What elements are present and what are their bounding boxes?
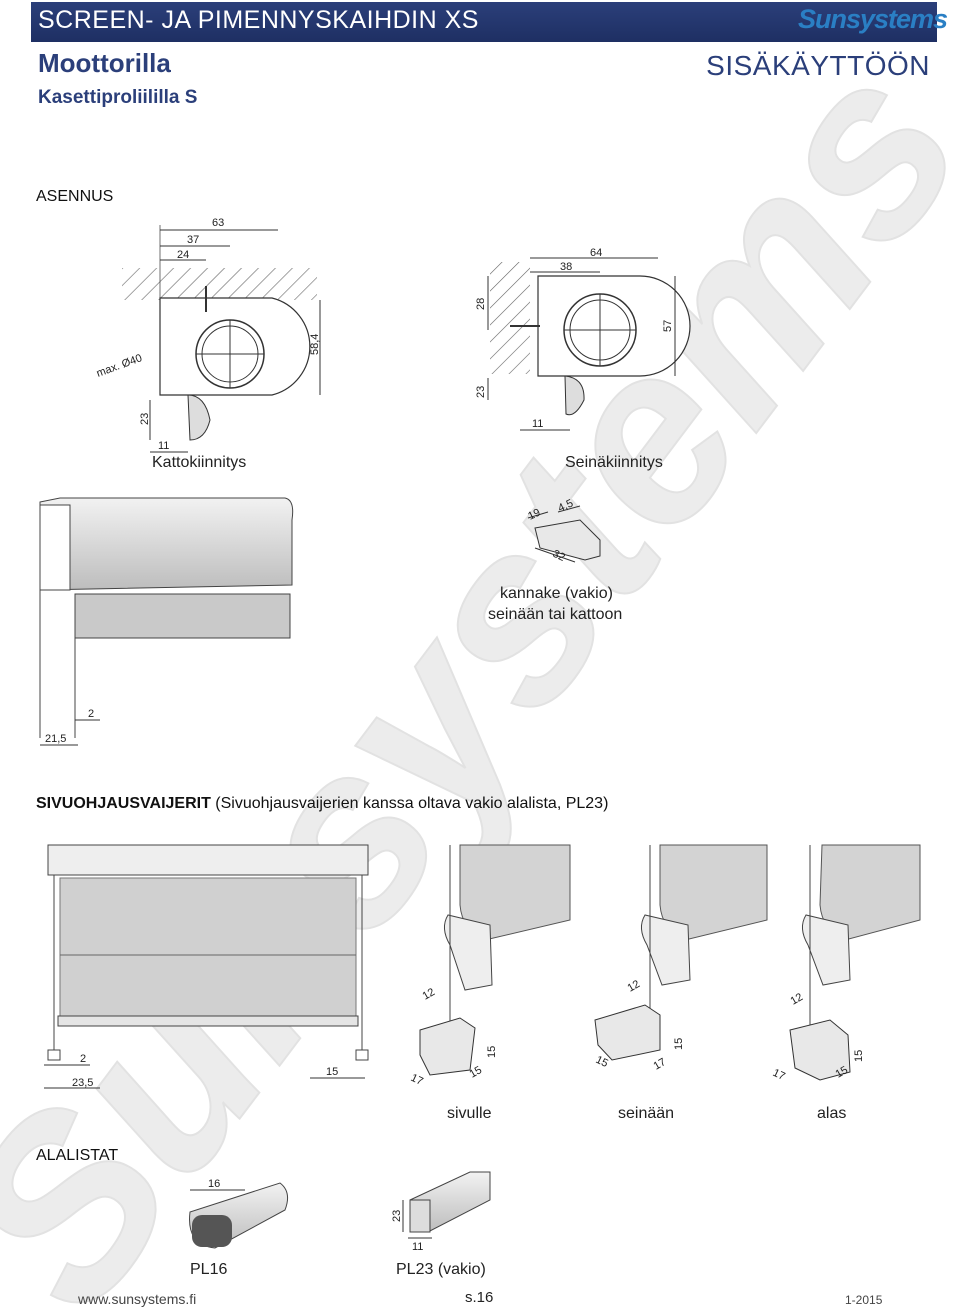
front-elevation-drawing: 2 23,5 15 [44,844,369,1089]
section-side-guides-title: SIVUOHJAUSVAIJERIT [36,795,211,812]
svg-text:2: 2 [88,708,94,720]
caption-bracket-line2: seinään tai kattoon [488,606,623,623]
svg-text:15: 15 [834,1064,851,1081]
product-variant: Moottorilla [38,48,171,78]
caption-pl16: PL16 [190,1261,228,1278]
caption-ceiling-mount: Kattokiinnitys [152,454,247,471]
svg-text:2: 2 [80,1053,86,1065]
caption-pl23: PL23 (vakio) [396,1261,486,1278]
usage-label: SISÄKÄYTTÖÖN [706,50,930,81]
svg-text:23: 23 [391,1210,403,1222]
svg-text:15: 15 [468,1064,485,1081]
svg-text:16: 16 [208,1178,220,1190]
svg-text:15: 15 [853,1050,865,1062]
svg-text:12: 12 [789,991,806,1008]
svg-text:17: 17 [409,1072,425,1088]
svg-text:64: 64 [590,247,602,259]
caption-bracket-line1: kannake (vakio) [500,585,613,602]
caption-down: alas [817,1105,847,1122]
svg-text:11: 11 [412,1241,423,1253]
svg-text:21,5: 21,5 [45,733,66,745]
caption-to-wall: seinään [618,1105,675,1122]
section-side-guides: SIVUOHJAUSVAIJERIT (Sivuohjausvaijerien … [36,795,608,813]
section-side-guides-note: (Sivuohjausvaijerien kanssa oltava vakio… [210,795,609,812]
svg-text:28: 28 [475,298,487,310]
guide-fixing-wall: 12 15 17 15 [594,844,768,1073]
bracket-drawing: 19 4,5 32 [526,497,601,564]
svg-text:4,5: 4,5 [556,497,575,514]
guide-fixing-side: 12 17 15 15 [409,844,571,1088]
svg-text:63: 63 [212,217,224,229]
page-title: SCREEN- JA PIMENNYSKAIHDIN XS [38,6,479,34]
profile-name: Kasettiproliililla S [38,87,198,108]
svg-text:19: 19 [526,507,542,523]
rail-pl16-drawing: 16 [189,1178,289,1249]
footer-url: www.sunsystems.fi [78,1291,197,1307]
caption-side: sivulle [447,1105,492,1122]
svg-text:57: 57 [662,320,674,332]
header-banner [31,2,937,42]
brand-logo: Sunsystems [798,4,948,34]
footer-date: 1-2015 [845,1293,883,1307]
svg-text:17: 17 [652,1056,669,1073]
svg-text:11: 11 [532,418,543,430]
svg-text:12: 12 [421,986,438,1003]
svg-text:15: 15 [594,1054,610,1070]
svg-text:12: 12 [626,978,643,995]
wall-mount-drawing: 64 38 28 57 23 11 [475,247,691,431]
svg-text:58,4: 58,4 [309,334,321,355]
svg-text:15: 15 [326,1066,338,1078]
svg-text:23: 23 [139,413,151,425]
ceiling-mount-drawing: 63 37 24 58,4 max. Ø40 23 11 [95,217,321,453]
svg-text:17: 17 [771,1067,787,1083]
cassette-drawing: 2 21,5 [39,497,294,746]
svg-text:24: 24 [177,249,189,261]
svg-text:23,5: 23,5 [72,1077,93,1089]
section-bottom-rails: ALALISTAT [36,1147,119,1164]
rail-pl23-drawing: 23 11 [391,1171,491,1253]
svg-text:32: 32 [551,548,567,564]
svg-text:37: 37 [187,234,199,246]
section-mounting: ASENNUS [36,188,114,205]
svg-text:max. Ø40: max. Ø40 [95,352,144,380]
svg-text:11: 11 [158,440,169,452]
caption-wall-mount: Seinäkiinnitys [565,454,663,471]
svg-text:38: 38 [560,261,572,273]
svg-text:23: 23 [475,386,487,398]
page-number: s.16 [465,1289,494,1306]
svg-text:15: 15 [673,1038,685,1050]
svg-text:15: 15 [486,1046,498,1058]
guide-fixing-down: 12 17 15 15 [771,844,921,1083]
